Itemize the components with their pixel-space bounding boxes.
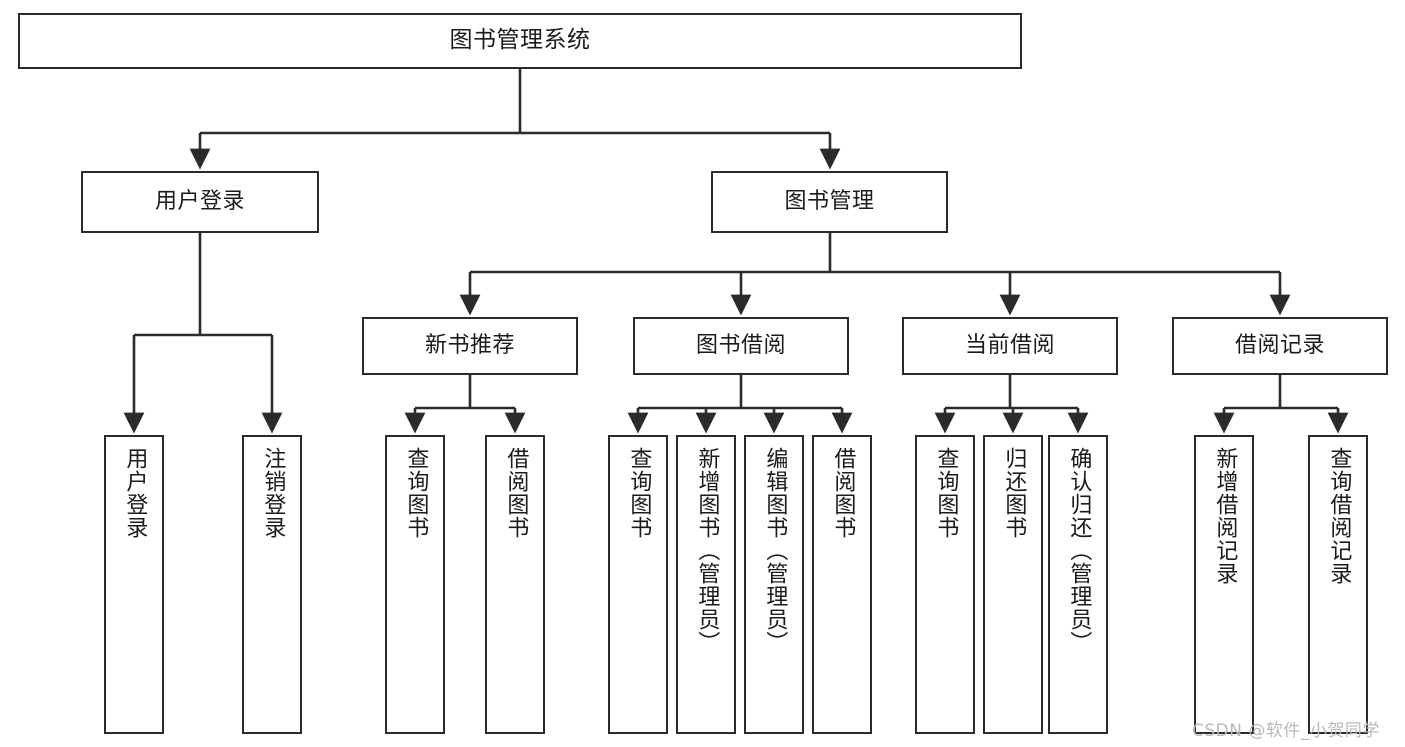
leaf-borrow-book-1[interactable]: 借阅图书 [485,435,545,734]
node-book-borrow[interactable]: 图书借阅 [633,317,849,375]
leaf-confirm-return-label: 确认归还（管理员） [1066,447,1092,654]
leaf-borrow-book-2[interactable]: 借阅图书 [812,435,872,734]
node-current-borrow-label: 当前借阅 [964,333,1055,359]
leaf-logout[interactable]: 注销登录 [242,435,302,734]
node-book-manage[interactable]: 图书管理 [711,171,948,233]
leaf-query-record-label: 查询借阅记录 [1326,447,1352,585]
leaf-confirm-return[interactable]: 确认归还（管理员） [1048,435,1108,734]
leaf-query-book-1[interactable]: 查询图书 [385,435,445,734]
leaf-add-book-label: 新增图书（管理员） [694,447,720,654]
leaf-user-login[interactable]: 用户登录 [104,435,164,734]
leaf-edit-book[interactable]: 编辑图书（管理员） [744,435,804,734]
node-root[interactable]: 图书管理系统 [18,13,1022,69]
node-new-book-rec-label: 新书推荐 [424,333,515,359]
leaf-add-record[interactable]: 新增借阅记录 [1194,435,1254,734]
node-book-manage-label: 图书管理 [784,189,875,215]
node-root-label: 图书管理系统 [449,27,591,54]
node-user-login-label: 用户登录 [154,189,245,215]
node-borrow-record[interactable]: 借阅记录 [1172,317,1388,375]
leaf-query-book-3[interactable]: 查询图书 [915,435,975,734]
leaf-query-book-3-label: 查询图书 [933,447,959,539]
leaf-return-book[interactable]: 归还图书 [983,435,1043,734]
leaf-logout-label: 注销登录 [260,447,286,539]
leaf-query-record[interactable]: 查询借阅记录 [1308,435,1368,734]
node-borrow-record-label: 借阅记录 [1234,333,1325,359]
leaf-query-book-2[interactable]: 查询图书 [608,435,668,734]
node-current-borrow[interactable]: 当前借阅 [902,317,1118,375]
leaf-add-record-label: 新增借阅记录 [1212,447,1238,585]
csdn-watermark: CSDN @软件_小贺同学 [1192,721,1380,741]
leaf-return-book-label: 归还图书 [1001,447,1027,539]
node-new-book-rec[interactable]: 新书推荐 [362,317,578,375]
leaf-query-book-1-label: 查询图书 [403,447,429,539]
leaf-borrow-book-1-label: 借阅图书 [503,447,529,539]
leaf-query-book-2-label: 查询图书 [626,447,652,539]
leaf-add-book[interactable]: 新增图书（管理员） [676,435,736,734]
leaf-edit-book-label: 编辑图书（管理员） [762,447,788,654]
leaf-user-login-label: 用户登录 [122,447,148,539]
leaf-borrow-book-2-label: 借阅图书 [830,447,856,539]
node-book-borrow-label: 图书借阅 [695,333,786,359]
node-user-login[interactable]: 用户登录 [81,171,319,233]
